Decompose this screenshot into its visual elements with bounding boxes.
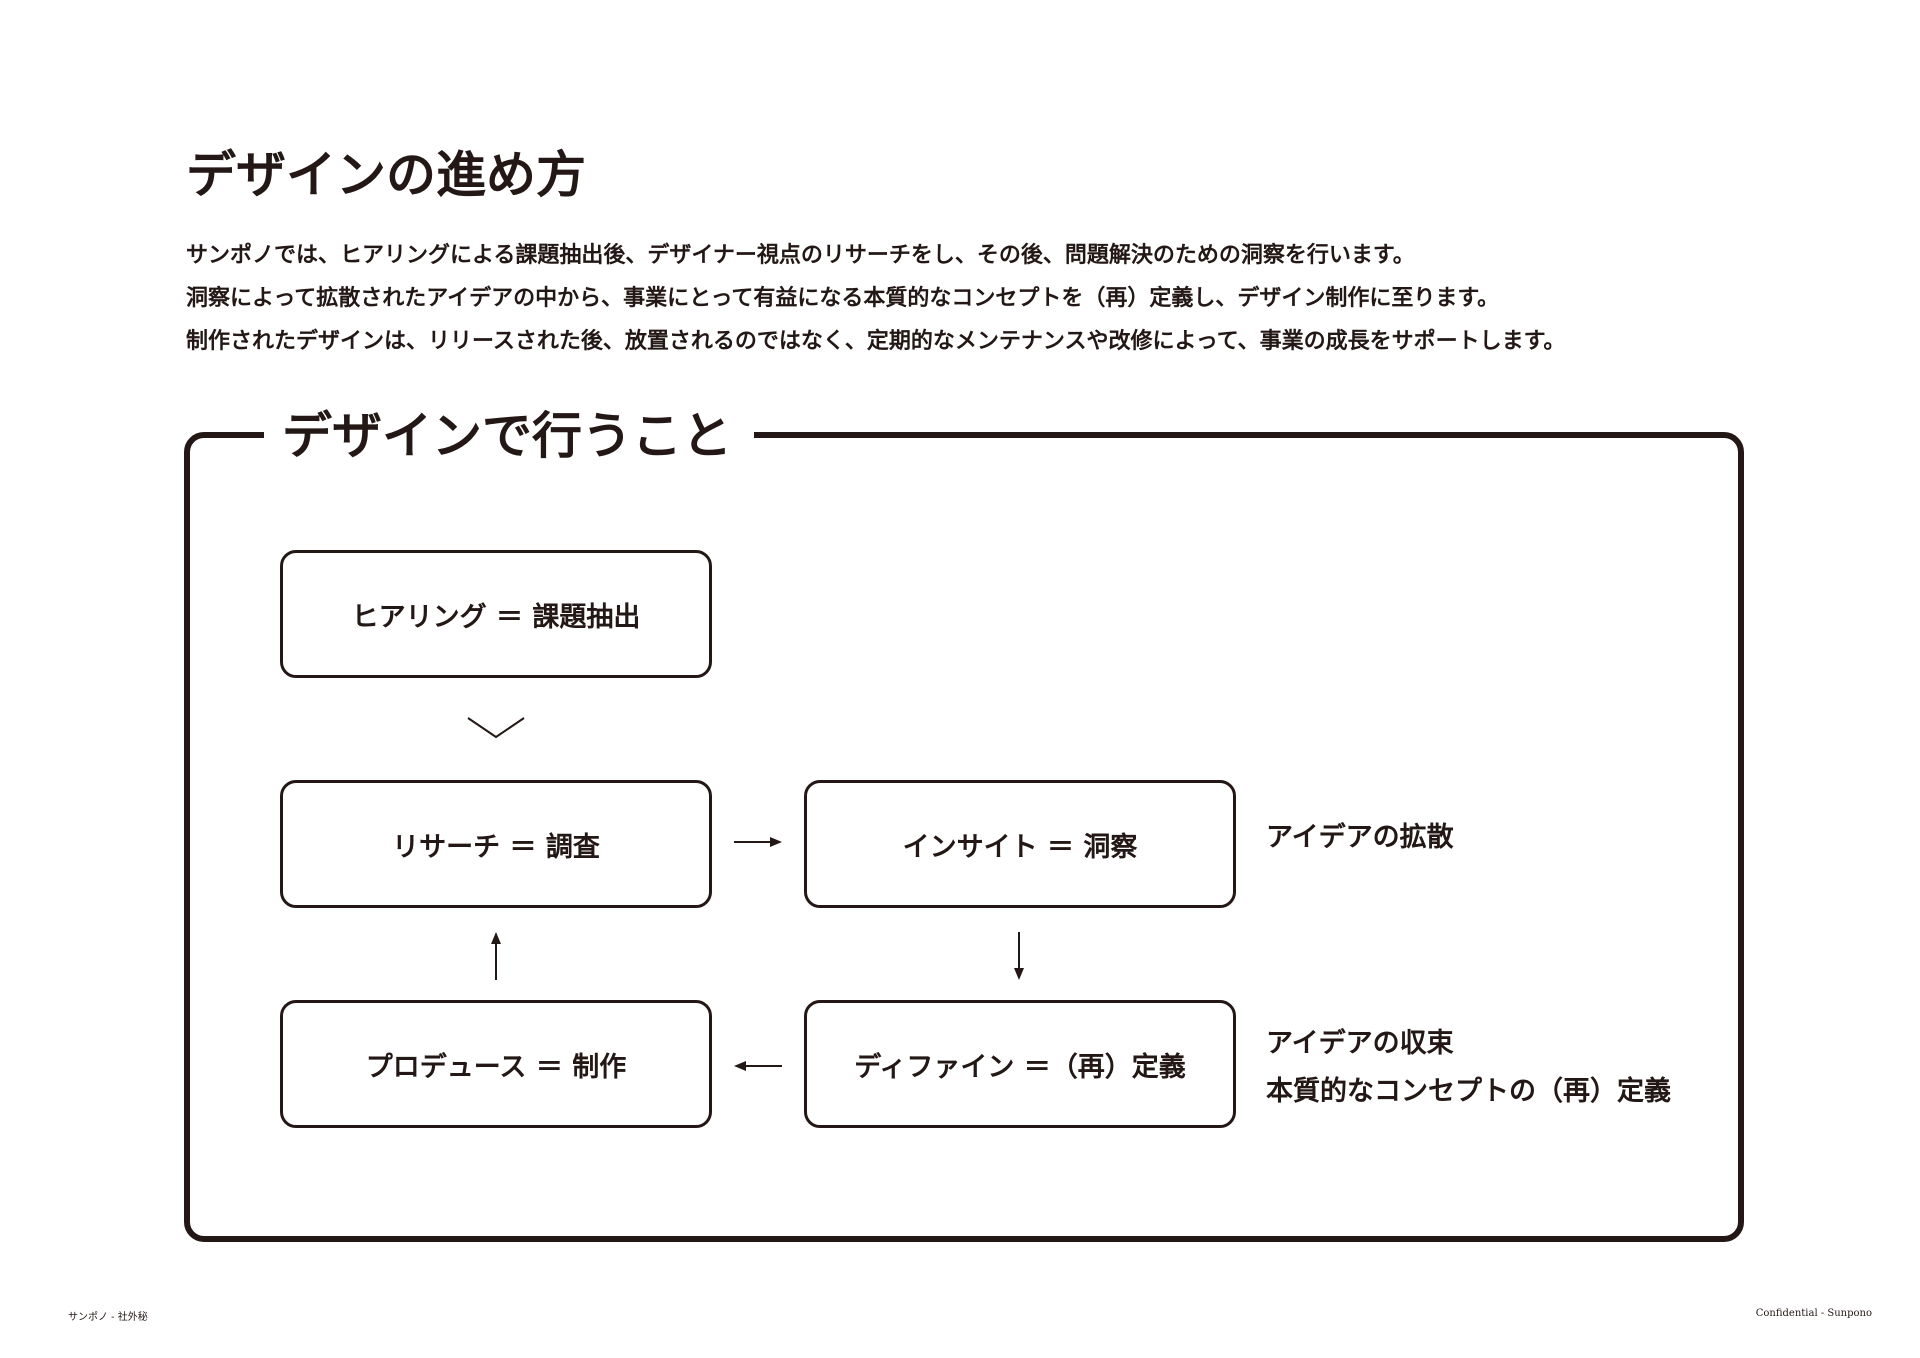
step-research-label: リサーチ ＝ 調査	[392, 831, 600, 863]
arrow-down-icon	[1014, 932, 1024, 980]
note-diverge: アイデアの拡散	[1266, 814, 1454, 862]
step-produce-box: プロデュース ＝ 制作	[280, 1000, 712, 1128]
intro-line: 洞察によって拡散されたアイデアの中から、事業にとって有益になる本質的なコンセプト…	[186, 286, 1500, 311]
arrow-up-icon	[491, 932, 501, 980]
chevron-down-icon	[467, 717, 525, 739]
step-produce-label: プロデュース ＝ 制作	[365, 1051, 627, 1083]
intro-line: 制作されたデザインは、リリースされた後、放置されるのではなく、定期的なメンテナン…	[186, 329, 1566, 354]
process-frame	[184, 432, 1744, 1242]
section-title: デザインで行うこと	[264, 403, 754, 469]
step-hearing-box: ヒアリング ＝ 課題抽出	[280, 550, 712, 678]
step-insight-box: インサイト ＝ 洞察	[804, 780, 1236, 908]
note-diverge-text: アイデアの拡散	[1266, 822, 1454, 853]
footer-confidential-ja: サンポノ - 社外秘	[68, 1312, 148, 1323]
note-converge-line: アイデアの収束	[1266, 1028, 1454, 1059]
step-hearing-label: ヒアリング ＝ 課題抽出	[351, 601, 641, 633]
note-converge: アイデアの収束 本質的なコンセプトの（再）定義	[1266, 1020, 1671, 1116]
step-insight-label: インサイト ＝ 洞察	[902, 831, 1138, 863]
page-title: デザインの進め方	[186, 146, 586, 204]
step-define-box: ディファイン ＝（再）定義	[804, 1000, 1236, 1128]
step-research-box: リサーチ ＝ 調査	[280, 780, 712, 908]
note-converge-line: 本質的なコンセプトの（再）定義	[1266, 1076, 1671, 1107]
footer-confidential-en: Confidential - Sunpono	[1755, 1308, 1872, 1319]
step-define-label: ディファイン ＝（再）定義	[854, 1051, 1186, 1083]
arrow-right-icon	[734, 837, 782, 847]
intro-text: サンポノでは、ヒアリングによる課題抽出後、デザイナー視点のリサーチをし、その後、…	[186, 234, 1746, 363]
intro-line: サンポノでは、ヒアリングによる課題抽出後、デザイナー視点のリサーチをし、その後、…	[186, 243, 1415, 268]
arrow-left-icon	[734, 1061, 782, 1071]
